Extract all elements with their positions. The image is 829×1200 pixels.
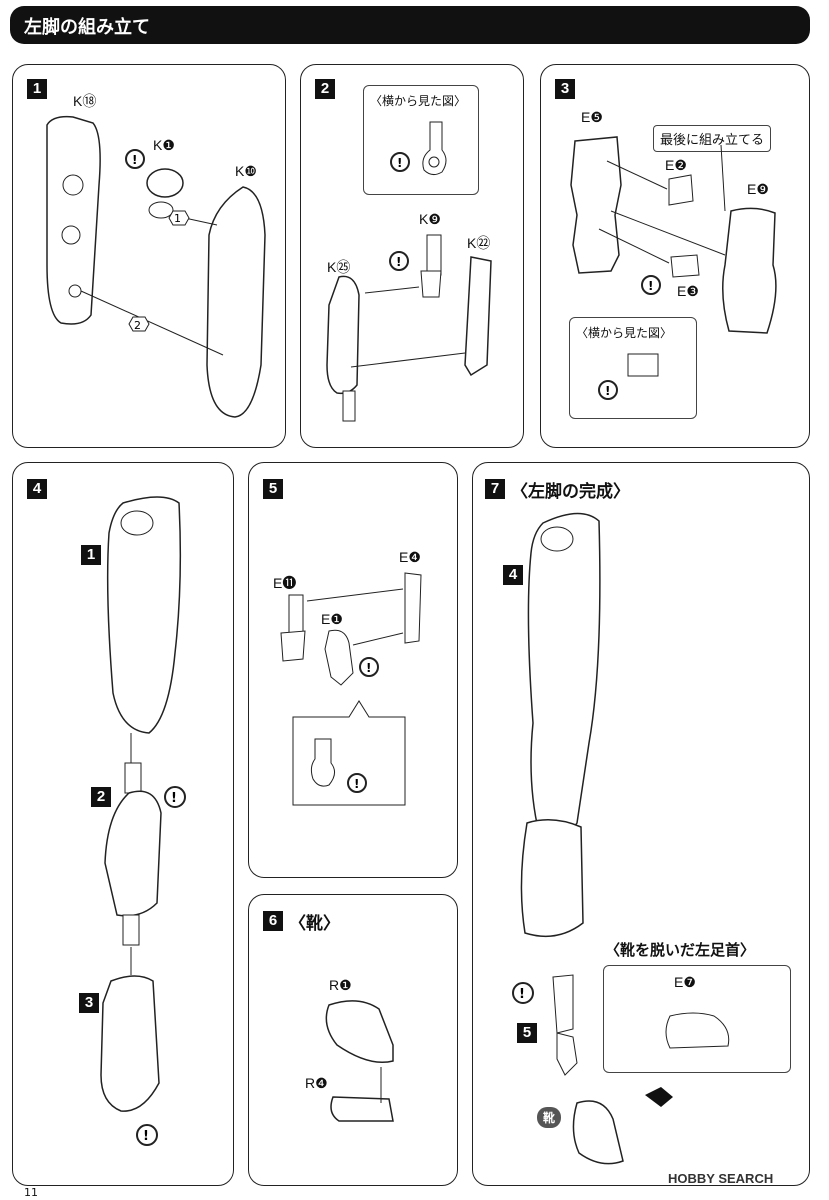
sub-step-number: 3 <box>79 993 99 1013</box>
part-label: K❶ <box>153 137 175 153</box>
svg-text:!: ! <box>171 791 177 806</box>
part-label: E❹ <box>399 549 421 565</box>
part-label: E❷ <box>665 157 687 173</box>
assembly-illustration: ! ! <box>280 572 422 806</box>
step-number: 4 <box>27 479 47 499</box>
svg-text:1: 1 <box>174 212 181 225</box>
assembly-illustration: ! <box>512 512 673 1165</box>
part-label: K❿ <box>235 163 257 179</box>
note-title: 〈靴を脱いだ左足首〉 <box>605 941 756 959</box>
side-view-box: 〈横から見た図〉 ! <box>363 85 479 195</box>
assembly-illustration: ! ! <box>100 496 186 1146</box>
step-title: 〈靴〉 <box>289 914 340 934</box>
step-title: 〈左脚の完成〉 <box>511 482 630 502</box>
shoe-badge: 靴 <box>537 1107 562 1128</box>
sub-step-number: 4 <box>503 565 523 585</box>
step-1-panel: 1 K⑱ K❶ K❿ 2 1 ! <box>12 64 286 448</box>
side-view-box: 〈横から見た図〉 ! <box>569 317 697 419</box>
section-title: 左脚の組み立て <box>24 17 150 38</box>
sub-step-number: 5 <box>517 1023 537 1043</box>
svg-text:!: ! <box>648 279 653 293</box>
sub-step-number: 2 <box>91 787 111 807</box>
svg-text:!: ! <box>143 1129 149 1144</box>
svg-text:!: ! <box>132 153 137 167</box>
svg-text:!: ! <box>366 661 371 675</box>
step-2-panel: 2 〈横から見た図〉 ! K❾ K㉒ K㉕ ! <box>300 64 524 448</box>
svg-text:2: 2 <box>134 319 141 332</box>
part-label: R❶ <box>329 977 352 993</box>
part-label: R❹ <box>305 1075 328 1091</box>
svg-text:!: ! <box>605 384 610 398</box>
watermark: HOBBY SEARCH <box>668 1171 774 1186</box>
svg-text:!: ! <box>354 777 359 791</box>
part-label: E❼ <box>674 974 696 990</box>
svg-text:!: ! <box>397 156 402 170</box>
part-label: E❶ <box>321 611 343 627</box>
assembly-illustration: ! <box>570 136 777 334</box>
part-label: K㉒ <box>467 235 491 251</box>
step-number: 5 <box>263 479 283 499</box>
step-4-panel: 4 1 2 3 ! ! <box>12 462 234 1186</box>
step-5-panel: 5 E⓫ E❹ E❶ ! ! <box>248 462 458 878</box>
part-label: E⓫ <box>273 575 297 591</box>
step-7-panel: 7 〈左脚の完成〉 4 5 〈靴を脱いだ左足首〉 E❼ 靴 ! <box>472 462 810 1186</box>
side-view-label: 〈横から見た図〉 <box>576 326 673 340</box>
assembly-note: 最後に組み立てる <box>653 125 772 152</box>
assembly-illustration: ! <box>326 234 492 422</box>
part-label: K❾ <box>419 211 441 227</box>
side-view-label: 〈横から見た図〉 <box>370 94 467 108</box>
svg-text:!: ! <box>519 987 525 1002</box>
step-number: 6 <box>263 911 283 931</box>
assembly-illustration <box>325 1000 394 1122</box>
ankle-view-box: E❼ <box>603 965 791 1073</box>
step-number: 2 <box>315 79 335 99</box>
section-header: 左脚の組み立て <box>10 6 810 44</box>
step-number: 3 <box>555 79 575 99</box>
part-label: E❺ <box>581 109 603 125</box>
step-number: 1 <box>27 79 47 99</box>
step-6-panel: 6 〈靴〉 R❶ R❹ <box>248 894 458 1186</box>
part-label: E❸ <box>677 283 699 299</box>
part-label: K㉕ <box>327 259 351 275</box>
part-label: K⑱ <box>73 93 97 109</box>
assembly-illustration: 2 1 ! <box>46 115 266 418</box>
part-label: E❾ <box>747 181 769 197</box>
page-number: 11 <box>24 1186 38 1199</box>
step-3-panel: 3 E❺ 最後に組み立てる E❷ E❾ E❸ 〈横から見た図〉 ! ! <box>540 64 810 448</box>
sub-step-number: 1 <box>81 545 101 565</box>
step-number: 7 <box>485 479 505 499</box>
svg-text:!: ! <box>396 255 401 269</box>
